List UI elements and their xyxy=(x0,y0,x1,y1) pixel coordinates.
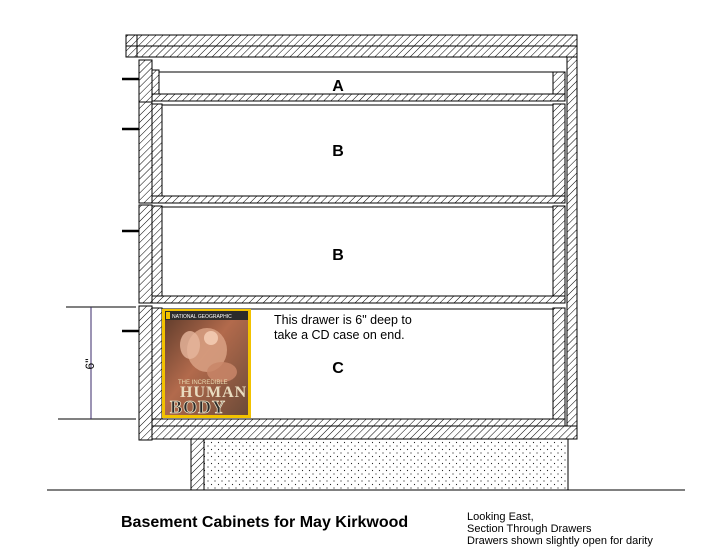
drawer-a xyxy=(122,59,566,103)
dvd-subtitle-text: THE INCREDIBLE xyxy=(178,380,228,386)
dimension-6in: 6" xyxy=(58,306,136,420)
drawer-b-lower xyxy=(122,204,566,304)
drawer-a-label: A xyxy=(332,78,344,95)
cabinet-back-panel xyxy=(566,56,578,440)
footer-line1: Looking East, xyxy=(467,511,534,523)
countertop xyxy=(125,34,578,58)
dimension-label: 6" xyxy=(83,359,97,370)
drawer-b-upper-label: B xyxy=(332,143,344,160)
dvd-brand-text: NATIONAL GEOGRAPHIC xyxy=(172,314,232,320)
dvd-body-text: BODY xyxy=(170,397,226,417)
plinth-base xyxy=(190,438,569,491)
drawer-b-lower-label: B xyxy=(332,247,344,264)
diagram-title: Basement Cabinets for May Kirkwood xyxy=(121,514,408,531)
dvd-human-text: HUMAN xyxy=(180,384,247,401)
drawer-c-label: C xyxy=(332,360,344,377)
drawer-note-line2: take a CD case on end. xyxy=(274,328,405,342)
dvd-case-image: NATIONAL GEOGRAPHIC THE INCREDIBLE HUMAN… xyxy=(162,309,251,418)
footer-line2: Section Through Drawers xyxy=(467,523,592,535)
footer-line3: Drawers shown slightly open for darity xyxy=(467,535,653,547)
drawer-b-upper xyxy=(122,101,566,204)
cabinet-bottom-panel xyxy=(151,425,578,440)
drawer-note-line1: This drawer is 6" deep to xyxy=(274,313,412,327)
